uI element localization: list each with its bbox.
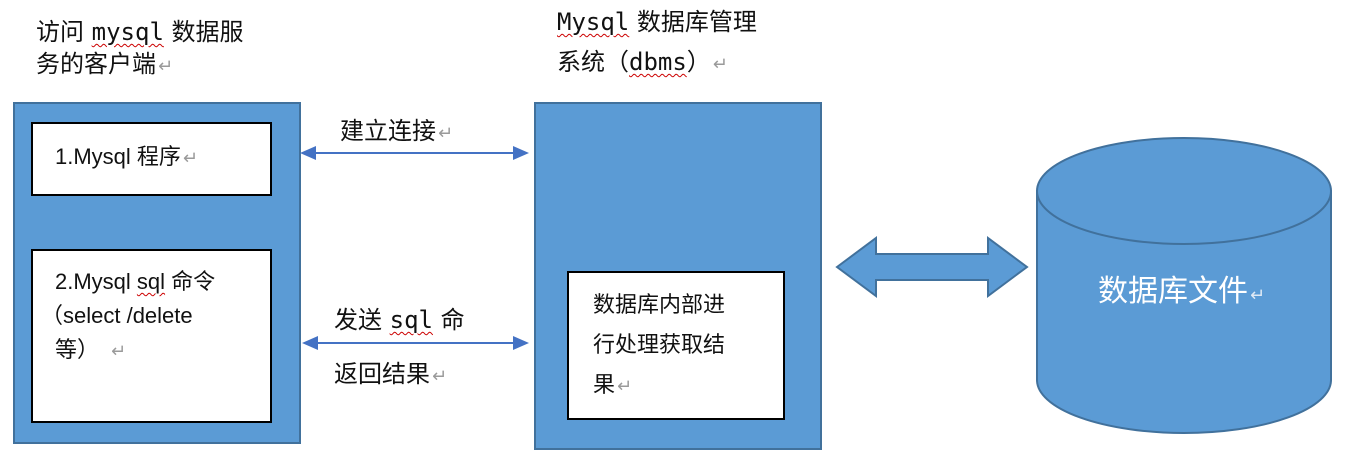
internal-processing-line2: 行处理获取结 [593, 332, 726, 357]
client-caption-line2: 务的客户端↵ [36, 50, 174, 78]
internal-processing-text: 数据库内部进 行处理获取结 果↵ [593, 285, 725, 406]
connect-label: 建立连接↵ [340, 117, 454, 145]
internal-processing-box: 数据库内部进 行处理获取结 果↵ [567, 271, 785, 420]
sql-command-line2: （select /delete [41, 303, 193, 328]
paragraph-mark-icon: ↵ [438, 123, 454, 144]
database-cylinder-icon [1036, 137, 1332, 434]
paragraph-mark-icon: ↵ [617, 376, 633, 396]
dbms-caption-line1: Mysql 数据库管理 [557, 8, 757, 36]
database-files-label: 数据库文件↵ [1098, 274, 1266, 309]
connect-arrow [300, 146, 529, 160]
query-result-arrow [302, 336, 529, 350]
client-caption: 访问 mysql 数据服 务的客户端↵ [36, 16, 244, 83]
internal-processing-line1: 数据库内部进 [593, 292, 726, 317]
send-sql-label: 发送 sql 命 [334, 306, 465, 334]
paragraph-mark-icon: ↵ [712, 54, 728, 75]
dbms-caption-line2: 系统（dbms）↵ [557, 48, 728, 76]
paragraph-mark-icon: ↵ [111, 341, 127, 361]
paragraph-mark-icon: ↵ [182, 148, 199, 168]
sql-command-text: 2.Mysql sql 命令 （select /delete 等）↵ [41, 265, 216, 368]
paragraph-mark-icon: ↵ [432, 366, 448, 387]
mysql-sql-command-box: 2.Mysql sql 命令 （select /delete 等）↵ [31, 249, 272, 423]
mysql-program-label: 1.Mysql 程序↵ [55, 144, 199, 169]
return-result-label: 返回结果↵ [334, 360, 448, 388]
sql-command-line3: 等）↵ [55, 337, 127, 362]
paragraph-mark-icon: ↵ [1250, 285, 1266, 306]
mysql-program-box: 1.Mysql 程序↵ [31, 122, 272, 196]
client-caption-line1: 访问 mysql 数据服 [36, 18, 244, 46]
storage-access-arrow [835, 236, 1029, 298]
sql-command-line1: 2.Mysql sql 命令 [55, 269, 216, 294]
dbms-caption: Mysql 数据库管理 系统（dbms）↵ [557, 6, 757, 81]
internal-processing-line3: 果↵ [593, 372, 633, 397]
paragraph-mark-icon: ↵ [158, 56, 174, 77]
